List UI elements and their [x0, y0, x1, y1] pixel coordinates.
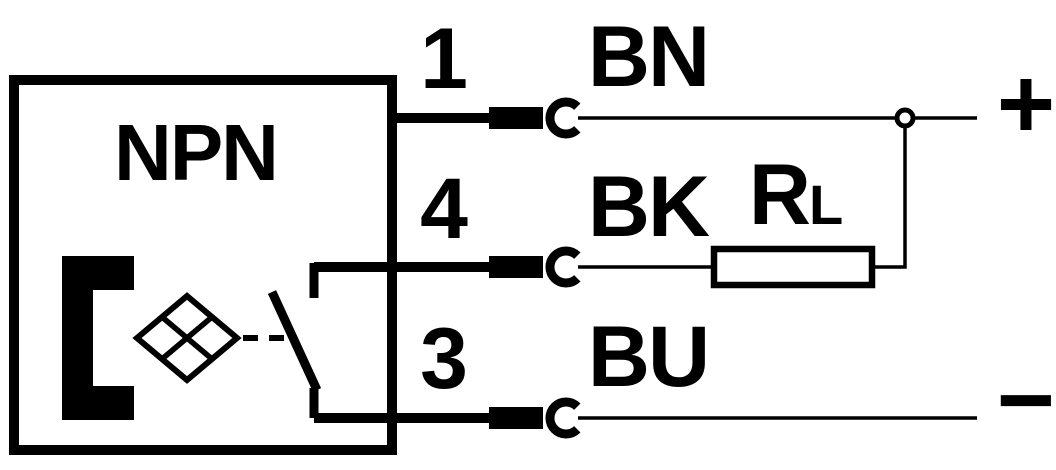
sensor-optic-bracket-icon — [62, 256, 134, 420]
pin-1-number-label: 1 — [420, 11, 468, 107]
sensor-type-label: NPN — [114, 108, 279, 197]
pin-1-plug-contact-icon — [489, 107, 543, 129]
load-resistor-icon — [710, 245, 876, 289]
pin-4-color-label: BK — [587, 159, 710, 255]
pin-1-wiring — [392, 97, 897, 139]
resistor-to-junction-wire — [872, 126, 907, 269]
pin-3-number-label: 3 — [420, 311, 468, 407]
positive-terminal-label: + — [996, 48, 1055, 160]
load-resistor-label: RL — [730, 152, 860, 238]
pin-3-wiring — [314, 397, 977, 439]
pin-4-number-label: 4 — [420, 161, 468, 257]
load-resistor-symbol: R — [748, 147, 811, 243]
proximity-sensor-icon — [132, 292, 242, 384]
pin-4-socket-icon — [545, 246, 581, 288]
pin-1-color-label: BN — [587, 9, 710, 105]
pin-4-plug-contact-icon — [489, 256, 543, 278]
pin-3-plug-contact-icon — [489, 407, 543, 429]
pin-1-socket-icon — [545, 97, 581, 139]
pin-3-color-label: BU — [587, 309, 710, 405]
pin-3-socket-icon — [545, 397, 581, 439]
negative-terminal-label: − — [996, 344, 1055, 456]
load-resistor-subscript: L — [808, 173, 843, 236]
pin-4-wiring — [314, 126, 907, 289]
junction-node — [894, 107, 916, 129]
positive-rail — [894, 107, 977, 129]
